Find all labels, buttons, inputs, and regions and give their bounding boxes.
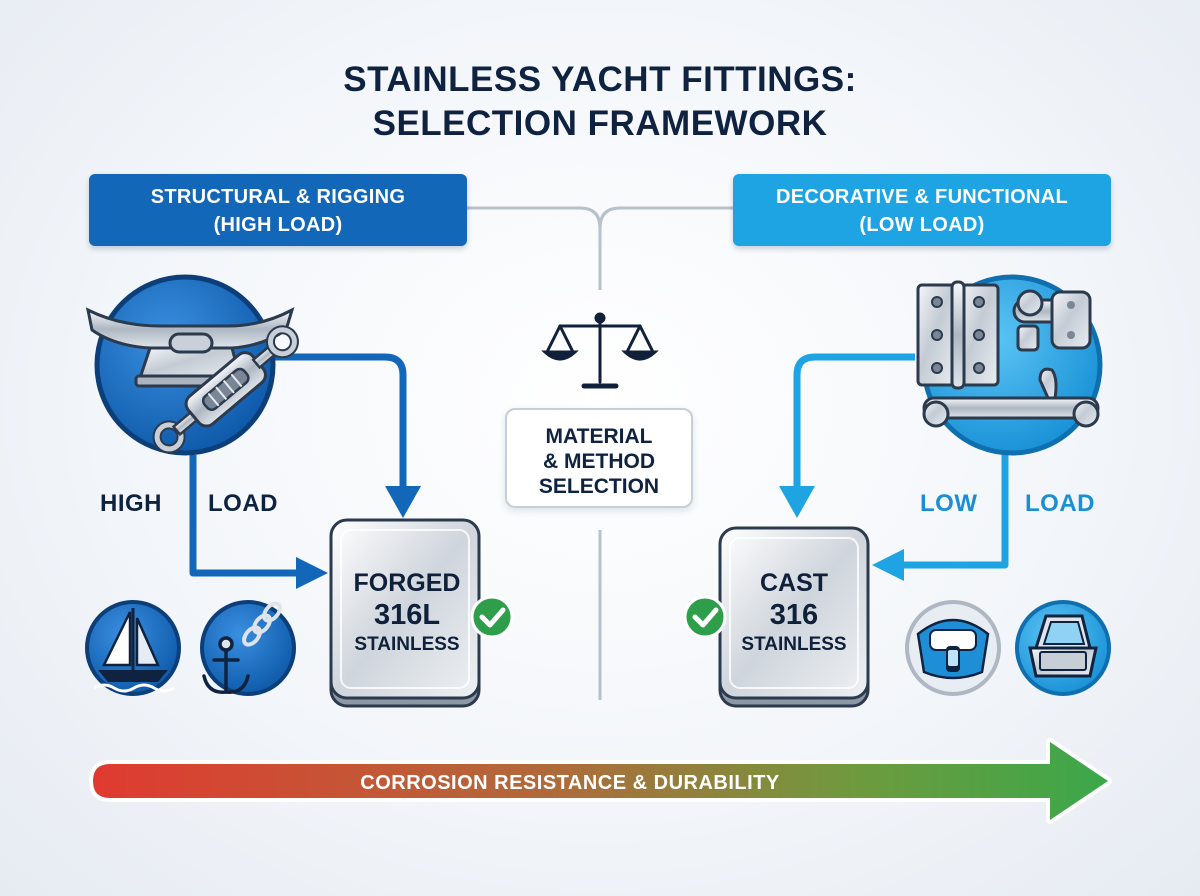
category-structural-rigging: STRUCTURAL & RIGGING (HIGH LOAD)	[89, 174, 467, 246]
forged-material-label: FORGED 316L STAINLESS	[333, 568, 481, 658]
decorative-fittings-illustration	[916, 274, 1103, 456]
corrosion-resistance-arrow	[89, 738, 1112, 824]
title-line-1: STAINLESS YACHT FITTINGS:	[343, 60, 857, 99]
hinge-icon	[916, 280, 1000, 390]
deck-hatch-icon	[1015, 600, 1111, 696]
material-method-selection-box: MATERIAL & METHOD SELECTION	[505, 408, 693, 508]
checkmark-icon	[470, 595, 514, 639]
low-load-label-word-1: LOW	[920, 490, 978, 517]
corrosion-arrow-label: CORROSION RESISTANCE & DURABILITY	[360, 772, 780, 794]
turnbuckle-icon	[152, 325, 299, 454]
structural-fittings-illustration	[85, 274, 299, 456]
handrail-icon	[922, 367, 1100, 428]
high-load-flow-arrows	[189, 353, 407, 577]
category-left-line-1: STRUCTURAL & RIGGING	[150, 186, 406, 208]
cast-316-plate	[718, 526, 870, 708]
cast-label-line-1: CAST	[759, 569, 829, 597]
low-load-flow-arrows	[793, 353, 1009, 569]
page-title: STAINLESS YACHT FITTINGS: SELECTION FRAM…	[200, 58, 1000, 146]
high-load-label-word-2: LOAD	[208, 490, 278, 517]
forged-label-line-1: FORGED	[353, 569, 461, 597]
low-load-label-word-2: LOAD	[1025, 490, 1095, 517]
forged-label-line-3: STAINLESS	[354, 634, 460, 655]
forged-label-line-2: 316L	[373, 599, 441, 631]
category-right-line-2: (LOW LOAD)	[859, 214, 985, 236]
cast-label-line-2: 316	[769, 599, 819, 631]
category-connector	[467, 206, 733, 700]
latch-icon	[1012, 289, 1092, 352]
center-line-1: MATERIAL	[545, 425, 653, 448]
center-line-2: & METHOD	[543, 450, 655, 473]
category-right-line-1: DECORATIVE & FUNCTIONAL	[775, 186, 1069, 208]
high-load-label-word-1: HIGH	[100, 490, 162, 517]
center-line-3: SELECTION	[538, 475, 660, 498]
category-decorative-functional: DECORATIVE & FUNCTIONAL (LOW LOAD)	[733, 174, 1111, 246]
balance-scale-icon	[541, 312, 659, 389]
category-left-line-2: (HIGH LOAD)	[213, 214, 343, 236]
anchor-chain-icon	[200, 600, 296, 696]
cast-label-line-3: STAINLESS	[741, 634, 847, 655]
cast-material-label: CAST 316 STAINLESS	[720, 568, 868, 658]
sailboat-icon	[85, 600, 181, 696]
checkmark-icon	[683, 595, 727, 639]
boat-interior-icon	[905, 600, 1001, 696]
title-line-2: SELECTION FRAMEWORK	[372, 104, 828, 143]
